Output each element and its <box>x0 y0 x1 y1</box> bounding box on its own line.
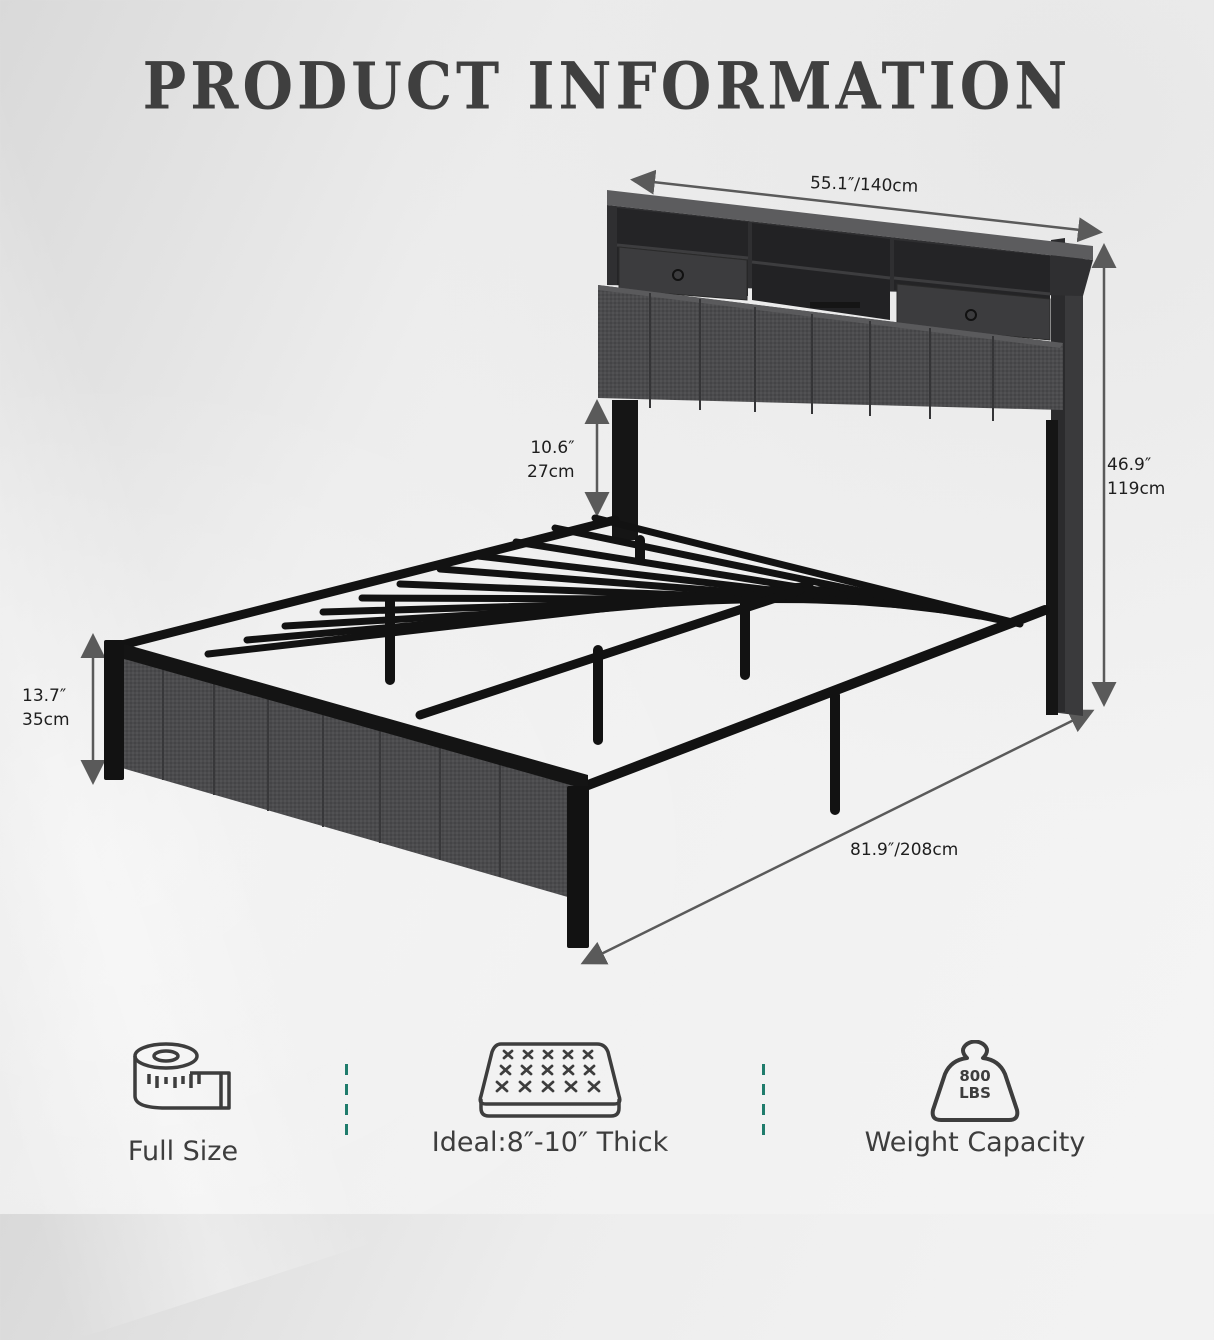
left-drawer <box>618 246 748 301</box>
measuring-tape-icon <box>133 1042 231 1110</box>
weight-icon: 800 LBS <box>929 1040 1021 1124</box>
page-title: PRODUCT INFORMATION <box>142 47 1072 125</box>
clearance-height-in: 10.6″ <box>530 438 575 458</box>
headboard <box>598 190 1093 716</box>
mattress-icon <box>478 1042 622 1118</box>
dimension-lines <box>80 169 1117 965</box>
footboard <box>104 640 589 948</box>
footboard-height-in: 13.7″ <box>22 686 67 706</box>
feature-label-weight: Weight Capacity <box>864 1127 1086 1158</box>
feature-label-full-size: Full Size <box>127 1136 239 1167</box>
right-drawer <box>896 283 1051 341</box>
clearance-height-cm: 27cm <box>527 462 575 482</box>
weight-value: 800 <box>959 1067 991 1085</box>
total-height-in: 46.9″ <box>1107 455 1152 475</box>
footboard-height-cm: 35cm <box>22 710 70 730</box>
total-height-label: 46.9″ 119cm <box>1107 453 1165 501</box>
platform-frame <box>105 514 1050 815</box>
weight-unit: LBS <box>959 1084 991 1102</box>
mattress-stitches <box>495 1049 601 1093</box>
total-height-cm: 119cm <box>1107 479 1166 499</box>
length-label: 81.9″/208cm <box>850 840 959 860</box>
feature-divider <box>345 1064 348 1144</box>
clearance-height-label: 10.6″ 27cm <box>527 436 575 484</box>
headboard-width-label: 55.1″/140cm <box>809 173 919 197</box>
footboard-height-label: 13.7″ 35cm <box>22 684 70 732</box>
feature-label-mattress: Ideal:8″-10″ Thick <box>431 1127 669 1158</box>
bed-illustration <box>80 169 1117 965</box>
feature-divider <box>762 1064 765 1144</box>
